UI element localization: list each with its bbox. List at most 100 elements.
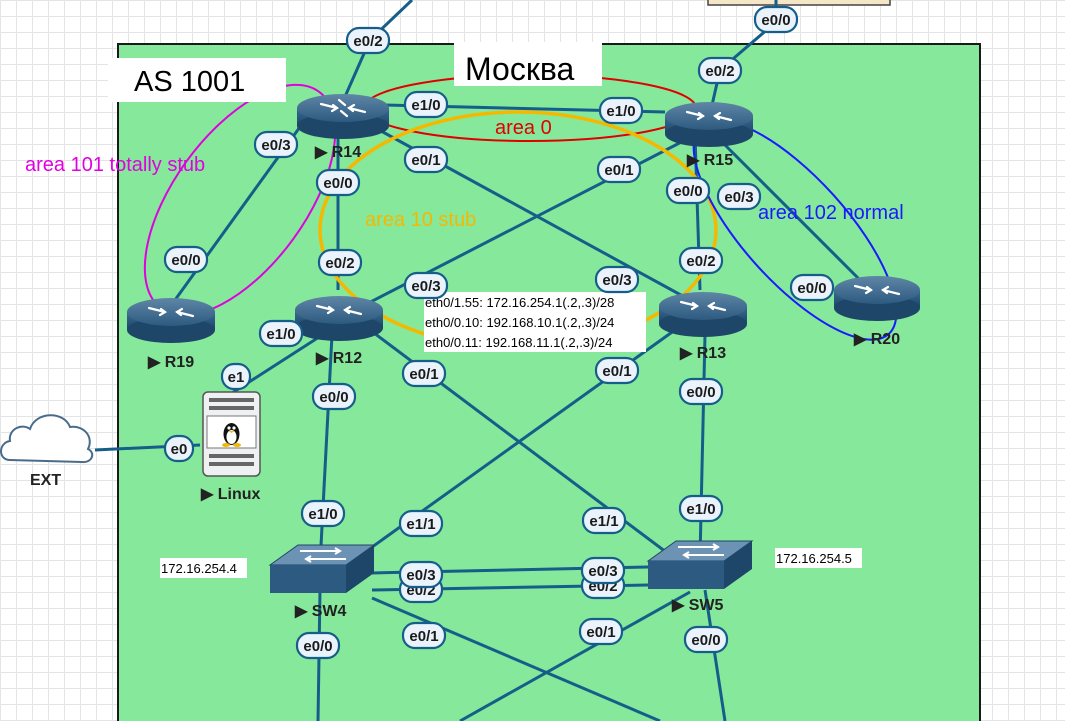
sw5-ip: 172.16.254.5 bbox=[776, 551, 852, 566]
port-label-text: e0/0 bbox=[303, 638, 332, 655]
router-r19[interactable] bbox=[127, 298, 215, 343]
city-label-box bbox=[454, 42, 602, 86]
port-label-r15-top2: e0/0 bbox=[753, 5, 799, 34]
port-label-text: e1/0 bbox=[266, 326, 295, 343]
linux-host[interactable] bbox=[202, 391, 261, 477]
port-label-r20-e00: e0/0 bbox=[789, 273, 835, 302]
switch-sw5[interactable] bbox=[646, 540, 754, 589]
label-r19: ▶ R19 bbox=[147, 354, 194, 371]
port-label-r14-e03: e0/3 bbox=[253, 130, 299, 159]
port-label-text: e0/0 bbox=[171, 252, 200, 269]
port-label-text: e0/0 bbox=[797, 280, 826, 297]
port-label-sw5-e03: e0/3 bbox=[580, 556, 626, 585]
port-label-text: e1/0 bbox=[606, 103, 635, 120]
area-10-label: area 10 stub bbox=[365, 209, 476, 231]
port-label-text: e0/2 bbox=[325, 255, 354, 272]
port-label-linux-e1: e1 bbox=[220, 362, 252, 391]
port-label-sw4-e11: e1/1 bbox=[398, 509, 444, 538]
port-label-sw4-e10: e1/0 bbox=[300, 499, 346, 528]
city-label: Москва bbox=[465, 51, 574, 87]
label-sw4: ▶ SW4 bbox=[294, 603, 347, 620]
port-label-r19-e00: e0/0 bbox=[163, 245, 209, 274]
label-r14: ▶ R14 bbox=[314, 144, 361, 161]
router-r12[interactable] bbox=[295, 296, 383, 341]
port-label-text: e0/0 bbox=[673, 183, 702, 200]
router-r15[interactable] bbox=[665, 102, 753, 147]
port-label-sw4-e03: e0/3 bbox=[398, 560, 444, 589]
port-label-r14-r15-b: e1/0 bbox=[598, 96, 644, 125]
label-r12: ▶ R12 bbox=[315, 350, 362, 367]
port-label-text: e0/1 bbox=[409, 366, 438, 383]
r13-subif-3: eth0/0.11: 192.168.11.1(.2,.3)/24 bbox=[425, 335, 612, 350]
area-101-label: area 101 totally stub bbox=[25, 154, 205, 176]
device-labels: ▶ R14 ▶ R15 ▶ R12 ▶ R13 ▶ R19 ▶ R20 ▶ Li… bbox=[30, 144, 900, 620]
port-label-text: e0/0 bbox=[323, 175, 352, 192]
port-label-r14-r15-a: e1/0 bbox=[403, 90, 449, 119]
port-label-r14-top: e0/2 bbox=[345, 26, 391, 55]
label-r13: ▶ R13 bbox=[679, 345, 726, 362]
sw4-ip-box bbox=[160, 558, 247, 578]
switch-arrows-icon bbox=[678, 543, 724, 559]
port-label-r12-e00: e0/0 bbox=[311, 382, 357, 411]
port-label-text: e0/2 bbox=[705, 63, 734, 80]
port-label-text: e0/1 bbox=[602, 363, 631, 380]
port-label-text: e0/2 bbox=[686, 253, 715, 270]
router-r13[interactable] bbox=[659, 292, 747, 337]
router-arrows-icon bbox=[853, 284, 901, 296]
port-label-r13-e02: e0/2 bbox=[678, 246, 724, 275]
ext-cloud-icon[interactable] bbox=[0, 414, 94, 464]
port-label-text: e0/0 bbox=[761, 12, 790, 29]
port-label-text: e0/3 bbox=[588, 563, 617, 580]
offscreen-box bbox=[707, 0, 891, 6]
router-r20[interactable] bbox=[834, 276, 920, 321]
port-label-r13-e01: e0/1 bbox=[594, 356, 640, 385]
router-r14[interactable] bbox=[297, 94, 389, 139]
area-102-label: area 102 normal bbox=[758, 202, 904, 224]
router-arrows-icon bbox=[147, 306, 195, 318]
label-r15: ▶ R15 bbox=[686, 152, 733, 169]
port-label-text: e1/0 bbox=[411, 97, 440, 114]
port-label-r12-e02: e0/2 bbox=[317, 248, 363, 277]
port-label-text: e1/0 bbox=[308, 506, 337, 523]
switch-arrows-icon bbox=[300, 547, 346, 563]
port-label-sw5-e10: e1/0 bbox=[678, 494, 724, 523]
router-arrows-icon bbox=[315, 304, 363, 316]
label-linux: ▶ Linux bbox=[200, 486, 261, 503]
port-label-text: e0/2 bbox=[353, 33, 382, 50]
port-label-r12-e10: e1/0 bbox=[258, 319, 304, 348]
port-label-text: e0/3 bbox=[602, 272, 631, 289]
port-label-text: e0/0 bbox=[691, 632, 720, 649]
port-label-text: e1/0 bbox=[686, 501, 715, 518]
sw4-ip: 172.16.254.4 bbox=[161, 561, 237, 576]
port-label-sw4-e01: e0/1 bbox=[401, 621, 447, 650]
r13-subif-1: eth0/1.55: 172.16.254.1(.2,.3)/28 bbox=[425, 295, 614, 310]
port-label-text: e0 bbox=[171, 441, 188, 458]
port-label-r13-e03: e0/3 bbox=[594, 265, 640, 294]
port-label-text: e0/3 bbox=[411, 278, 440, 295]
as-label-box bbox=[108, 58, 286, 102]
port-label-text: e0/0 bbox=[319, 389, 348, 406]
port-label-r12-e03: e0/3 bbox=[403, 271, 449, 300]
port-label-text: e1/1 bbox=[406, 516, 435, 533]
sw5-ip-box bbox=[775, 548, 862, 568]
router-arrows-icon bbox=[679, 300, 727, 312]
switch-sw4[interactable] bbox=[268, 544, 376, 593]
area-0-label: area 0 bbox=[495, 117, 552, 139]
r13-subif-2: eth0/0.10: 192.168.10.1(.2,.3)/24 bbox=[425, 315, 614, 330]
port-label-sw5-e00: e0/0 bbox=[683, 625, 729, 654]
port-label-r15-top: e0/2 bbox=[697, 56, 743, 85]
port-label-text: e1 bbox=[228, 369, 245, 386]
port-label-r15-e01: e0/1 bbox=[596, 155, 642, 184]
port-label-linux-e0: e0 bbox=[163, 434, 195, 463]
router-arrows-icon bbox=[319, 98, 367, 118]
tux-penguin-icon bbox=[222, 423, 241, 447]
port-label-text: e0/3 bbox=[406, 567, 435, 584]
as-label: AS 1001 bbox=[134, 66, 245, 98]
port-label-text: e0/1 bbox=[411, 152, 440, 169]
r13-note-box bbox=[424, 292, 646, 352]
label-r20: ▶ R20 bbox=[853, 331, 900, 348]
port-label-text: e0/1 bbox=[604, 162, 633, 179]
port-label-text: e0/0 bbox=[686, 384, 715, 401]
port-label-text: e0/3 bbox=[261, 137, 290, 154]
